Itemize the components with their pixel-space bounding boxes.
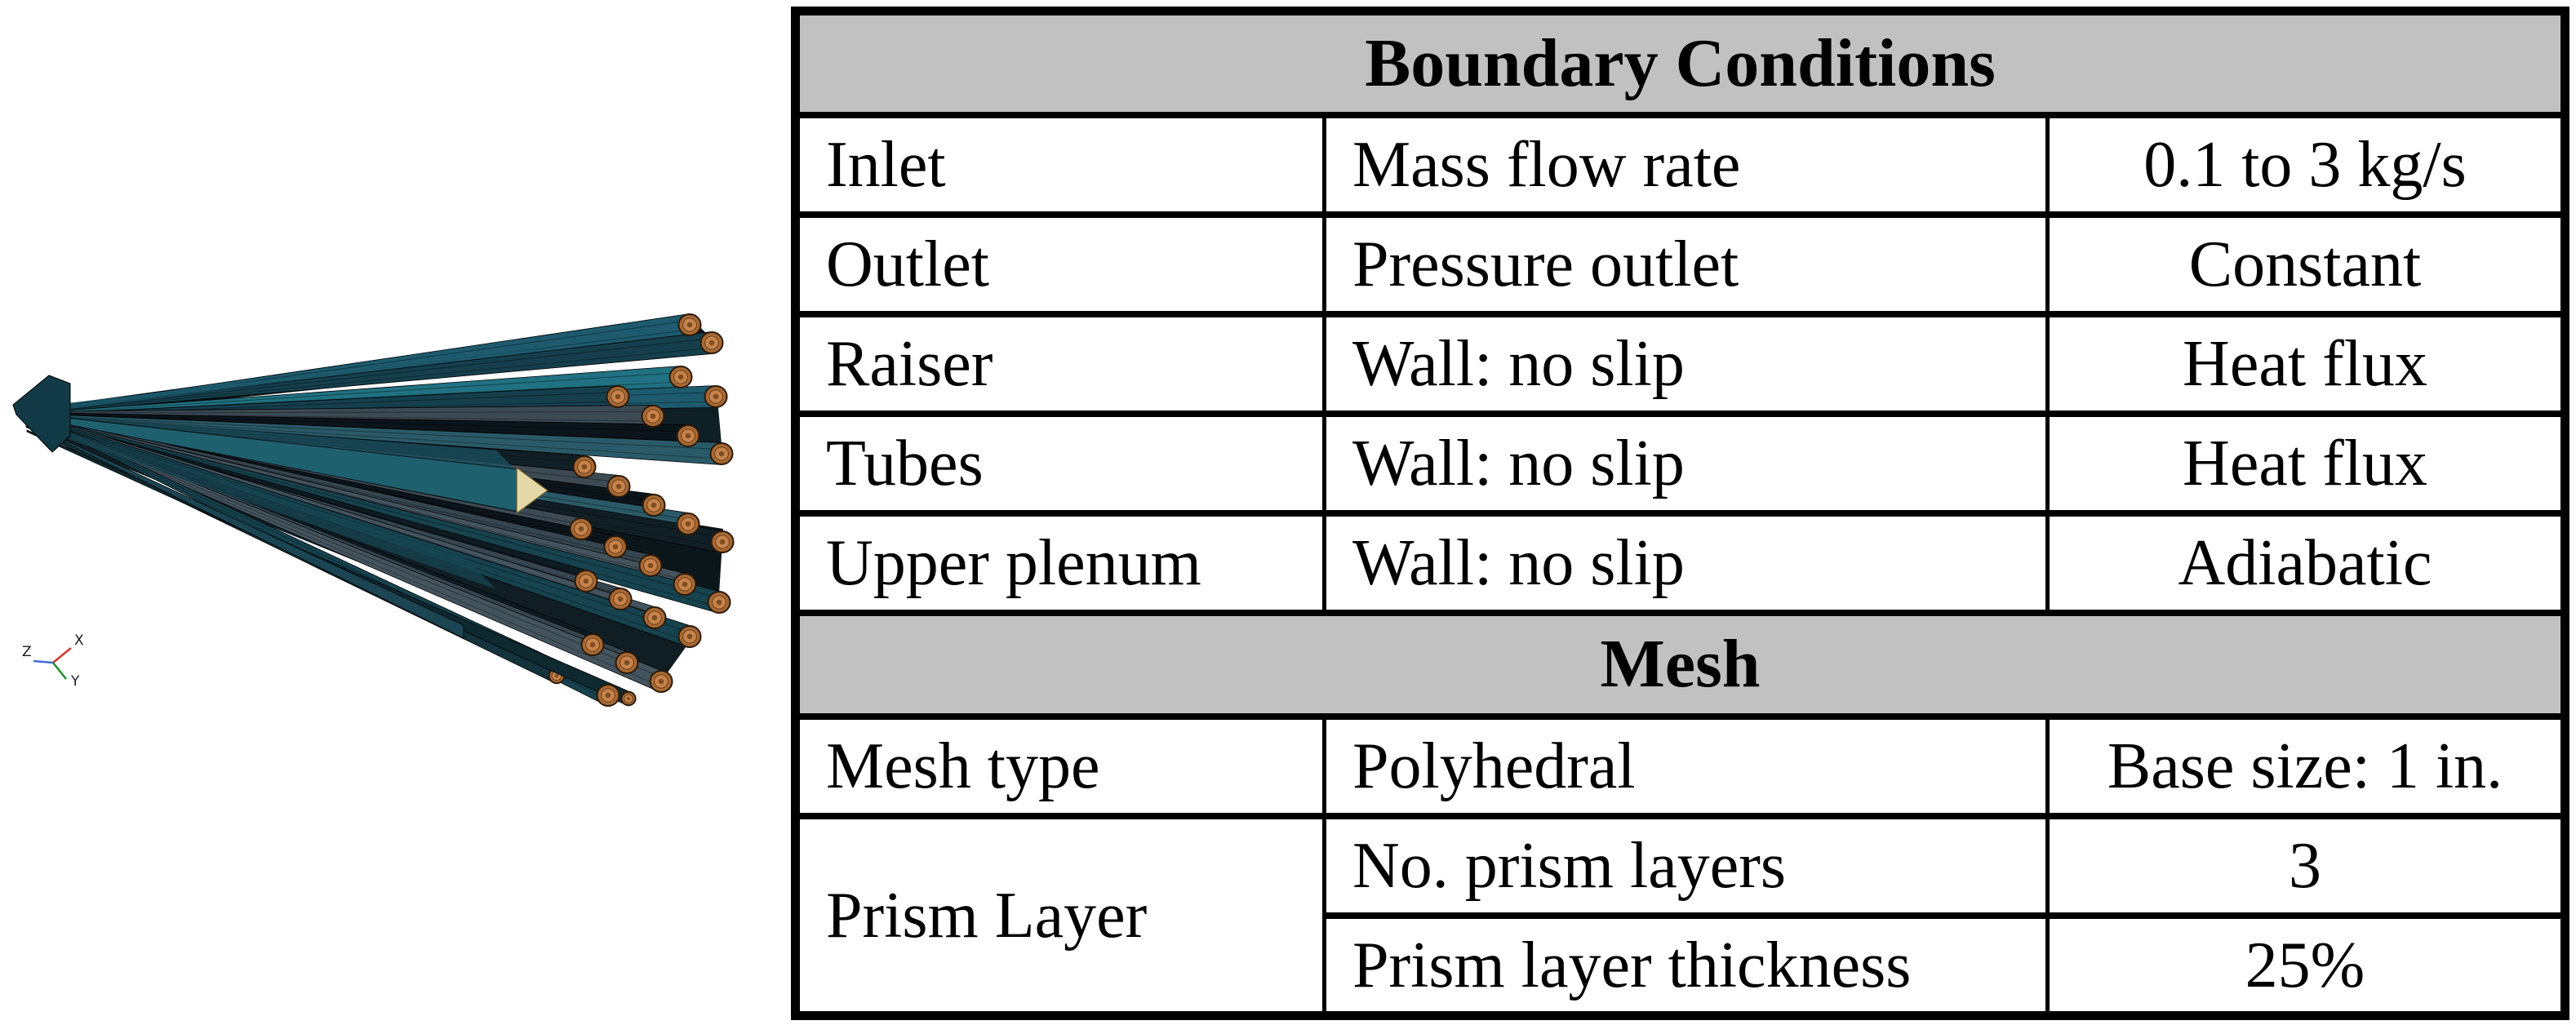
tube-mesh-line bbox=[24, 372, 682, 415]
table-row: Outlet Pressure outlet Constant bbox=[793, 211, 2567, 317]
cfd-mesh-figure: X Y Z bbox=[7, 312, 741, 712]
tube-end-cap-core bbox=[612, 544, 619, 550]
axis-label-x: X bbox=[74, 632, 84, 649]
tube-mesh-line bbox=[24, 411, 654, 414]
cell-mesh-name: Mesh type bbox=[793, 713, 1326, 820]
tube-end-cap-core bbox=[624, 659, 630, 666]
tube-mesh-line bbox=[24, 347, 713, 415]
tube-end-cap-core bbox=[615, 483, 622, 490]
table-row: Upper plenum Wall: no slip Adiabatic bbox=[793, 509, 2567, 616]
tube-end-cap-core bbox=[615, 393, 621, 400]
cell-boundary-name: Inlet bbox=[793, 111, 1326, 218]
tube-mesh-line bbox=[24, 413, 689, 433]
section-header-mesh: Mesh bbox=[793, 609, 2567, 721]
axis-arrow-z bbox=[33, 659, 54, 664]
cell-prism-value: 25% bbox=[2045, 912, 2567, 1019]
mesh-figure-svg: X Y Z bbox=[12, 313, 735, 708]
tube-mesh-line bbox=[24, 414, 720, 599]
axis-arrow-y bbox=[52, 662, 67, 680]
cell-prism-layer-label: Prism Layer bbox=[793, 813, 1326, 1019]
table-row: Prism Layer No. prism layers 3 bbox=[793, 813, 2567, 1019]
tube-end-cap-core bbox=[581, 464, 588, 470]
cell-boundary-type: Wall: no slip bbox=[1322, 509, 2050, 616]
tube-end-cap-core bbox=[626, 696, 631, 701]
cell-mesh-type: Polyhedral bbox=[1322, 713, 2050, 820]
tube-teal-surface bbox=[24, 344, 578, 415]
tube-end-cap-core bbox=[578, 526, 584, 532]
tube-end-cap-core bbox=[686, 633, 693, 640]
cell-boundary-name: Upper plenum bbox=[793, 509, 1326, 616]
table-row: Mesh bbox=[793, 609, 2567, 721]
table-row: Tubes Wall: no slip Heat flux bbox=[793, 410, 2567, 517]
tube-end-cap-core bbox=[658, 678, 664, 685]
tube-end-cap-core bbox=[554, 673, 559, 678]
tube-end-cap-core bbox=[647, 562, 654, 569]
table-row: Boundary Conditions bbox=[793, 7, 2567, 118]
cell-boundary-value: Constant bbox=[2045, 211, 2567, 317]
tube-mesh-line bbox=[24, 414, 722, 459]
table-row: Raiser Wall: no slip Heat flux bbox=[793, 310, 2567, 417]
tube-end-cap-core bbox=[617, 596, 624, 602]
table-row: Inlet Mass flow rate 0.1 to 3 kg/s bbox=[793, 111, 2567, 218]
cell-prism-type: No. prism layers bbox=[1322, 813, 2050, 920]
cell-boundary-type: Wall: no slip bbox=[1322, 410, 2050, 517]
table-row: Prism layer thickness 25% bbox=[796, 912, 2567, 1019]
cell-mesh-value: Base size: 1 in. bbox=[2045, 713, 2567, 820]
cell-boundary-value: Heat flux bbox=[2045, 310, 2567, 417]
tube-mesh-line bbox=[24, 414, 722, 450]
tube-end-cap-core bbox=[716, 599, 722, 606]
tube-end-cap-core bbox=[651, 615, 658, 621]
axis-label-z: Z bbox=[22, 644, 32, 660]
tube-end-cap-core bbox=[583, 578, 589, 584]
cell-boundary-type: Pressure outlet bbox=[1322, 211, 2050, 317]
cell-prism-value: 3 bbox=[2045, 813, 2567, 920]
axis-label-y: Y bbox=[70, 673, 80, 690]
tube-end-cap-core bbox=[685, 433, 691, 439]
tube-end-cap-core bbox=[651, 502, 657, 508]
cell-boundary-value: Adiabatic bbox=[2045, 509, 2567, 616]
bundle-nose bbox=[12, 375, 71, 453]
tube-end-cap-core bbox=[589, 641, 596, 648]
axis-triad: X Y Z bbox=[22, 632, 84, 690]
tube-end-cap-core bbox=[677, 374, 684, 380]
tube-end-cap-core bbox=[686, 322, 693, 328]
tube-teal-surface bbox=[25, 418, 496, 589]
tube-end-cap-core bbox=[708, 339, 715, 346]
cell-boundary-name: Raiser bbox=[793, 310, 1326, 417]
section-header-boundary-conditions: Boundary Conditions bbox=[793, 7, 2567, 118]
tube-mesh-line bbox=[24, 338, 713, 415]
tube-cone-tip bbox=[516, 466, 549, 515]
tube-end-cap-core bbox=[718, 450, 725, 457]
boundary-conditions-table: Boundary Conditions Inlet Mass flow rate… bbox=[791, 7, 2569, 1020]
tube-end-cap-core bbox=[719, 539, 726, 545]
tube-end-cap-core bbox=[682, 581, 688, 588]
tube-end-cap-core bbox=[685, 521, 691, 527]
cell-prism-type: Prism layer thickness bbox=[1322, 912, 2050, 1019]
table-row: Mesh type Polyhedral Base size: 1 in. bbox=[793, 713, 2567, 820]
cell-boundary-name: Tubes bbox=[793, 410, 1326, 517]
tube-end-cap-core bbox=[650, 413, 656, 419]
tube-mesh-line bbox=[24, 381, 682, 415]
tube-end-cap-core bbox=[713, 393, 719, 400]
cell-boundary-type: Mass flow rate bbox=[1322, 111, 2050, 218]
tube-end-cap-core bbox=[605, 692, 611, 699]
cell-boundary-value: Heat flux bbox=[2045, 410, 2567, 517]
cell-boundary-type: Wall: no slip bbox=[1322, 310, 2050, 417]
cell-boundary-value: 0.1 to 3 kg/s bbox=[2045, 111, 2567, 218]
axis-arrow-x bbox=[52, 647, 72, 663]
cell-boundary-name: Outlet bbox=[793, 211, 1326, 317]
